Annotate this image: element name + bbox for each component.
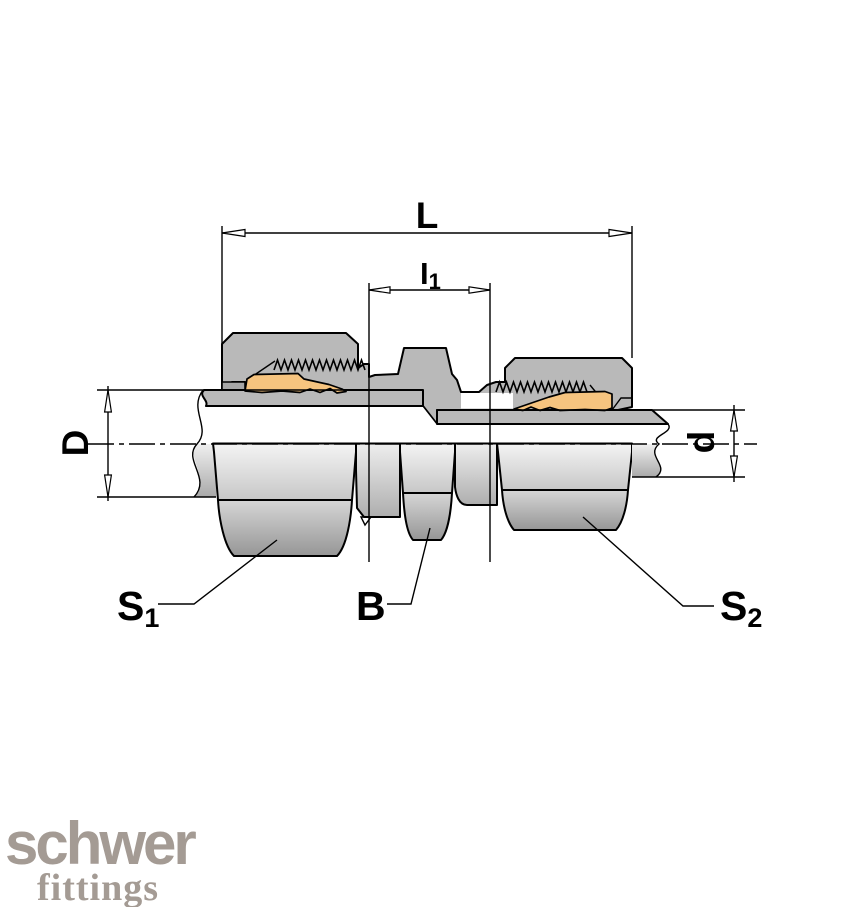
left-tube-exterior	[193, 444, 216, 497]
left-bore	[207, 407, 437, 443]
body-hex-upper-facet	[399, 442, 456, 494]
right-tube-exterior	[632, 444, 661, 477]
dim-label-d: d	[681, 431, 722, 454]
dim-d-arrow-bottom	[729, 455, 739, 478]
right-nut-lower-facet	[501, 489, 629, 531]
part-label-s1: S1	[117, 583, 159, 633]
right-bore	[437, 425, 656, 443]
dim-label-D: D	[55, 430, 96, 457]
part-label-s2: S2	[720, 583, 762, 633]
dim-I1-arrow-left	[368, 286, 391, 294]
part-label-b: B	[356, 583, 386, 629]
right-tube-wall-section	[436, 409, 669, 425]
dim-label-L: L	[416, 195, 439, 236]
right-thread-zigzag	[495, 379, 588, 395]
right-cavity-gap	[461, 393, 513, 409]
leader-line-s1	[158, 539, 278, 605]
right-nut-upper-facet	[496, 442, 633, 491]
right-tube-break-line	[651, 409, 670, 478]
left-nut-upper-facet	[212, 442, 357, 501]
left-thread-zigzag	[273, 357, 366, 373]
left-tube-wall-section	[201, 389, 424, 407]
logo-fittings: fittings	[37, 867, 159, 907]
dim-d-arrow-top	[729, 409, 739, 432]
dim-I1-arrow-right	[468, 286, 491, 294]
dim-D-arrow-top	[103, 389, 113, 413]
left-neck	[355, 442, 401, 518]
left-nut-foot	[221, 381, 246, 391]
leader-line-b	[387, 527, 431, 605]
dim-L-arrow-left	[221, 228, 246, 238]
dim-L-arrow-right	[608, 228, 633, 238]
body-hex-lower-facet	[402, 492, 453, 541]
bore-step-line	[422, 405, 438, 425]
leader-line-s2	[582, 516, 714, 607]
left-nut-lower-facet	[217, 499, 353, 557]
left-ferrule	[244, 372, 347, 394]
right-neck	[454, 442, 498, 506]
left-tube-break-line	[191, 389, 204, 498]
right-nut-shoulder-line	[611, 397, 632, 411]
left-neck-chamfer	[359, 516, 373, 527]
dim-label-I1: I1	[420, 256, 441, 294]
dim-D-arrow-bottom	[103, 474, 113, 498]
logo-schwer: schwer	[5, 810, 196, 877]
